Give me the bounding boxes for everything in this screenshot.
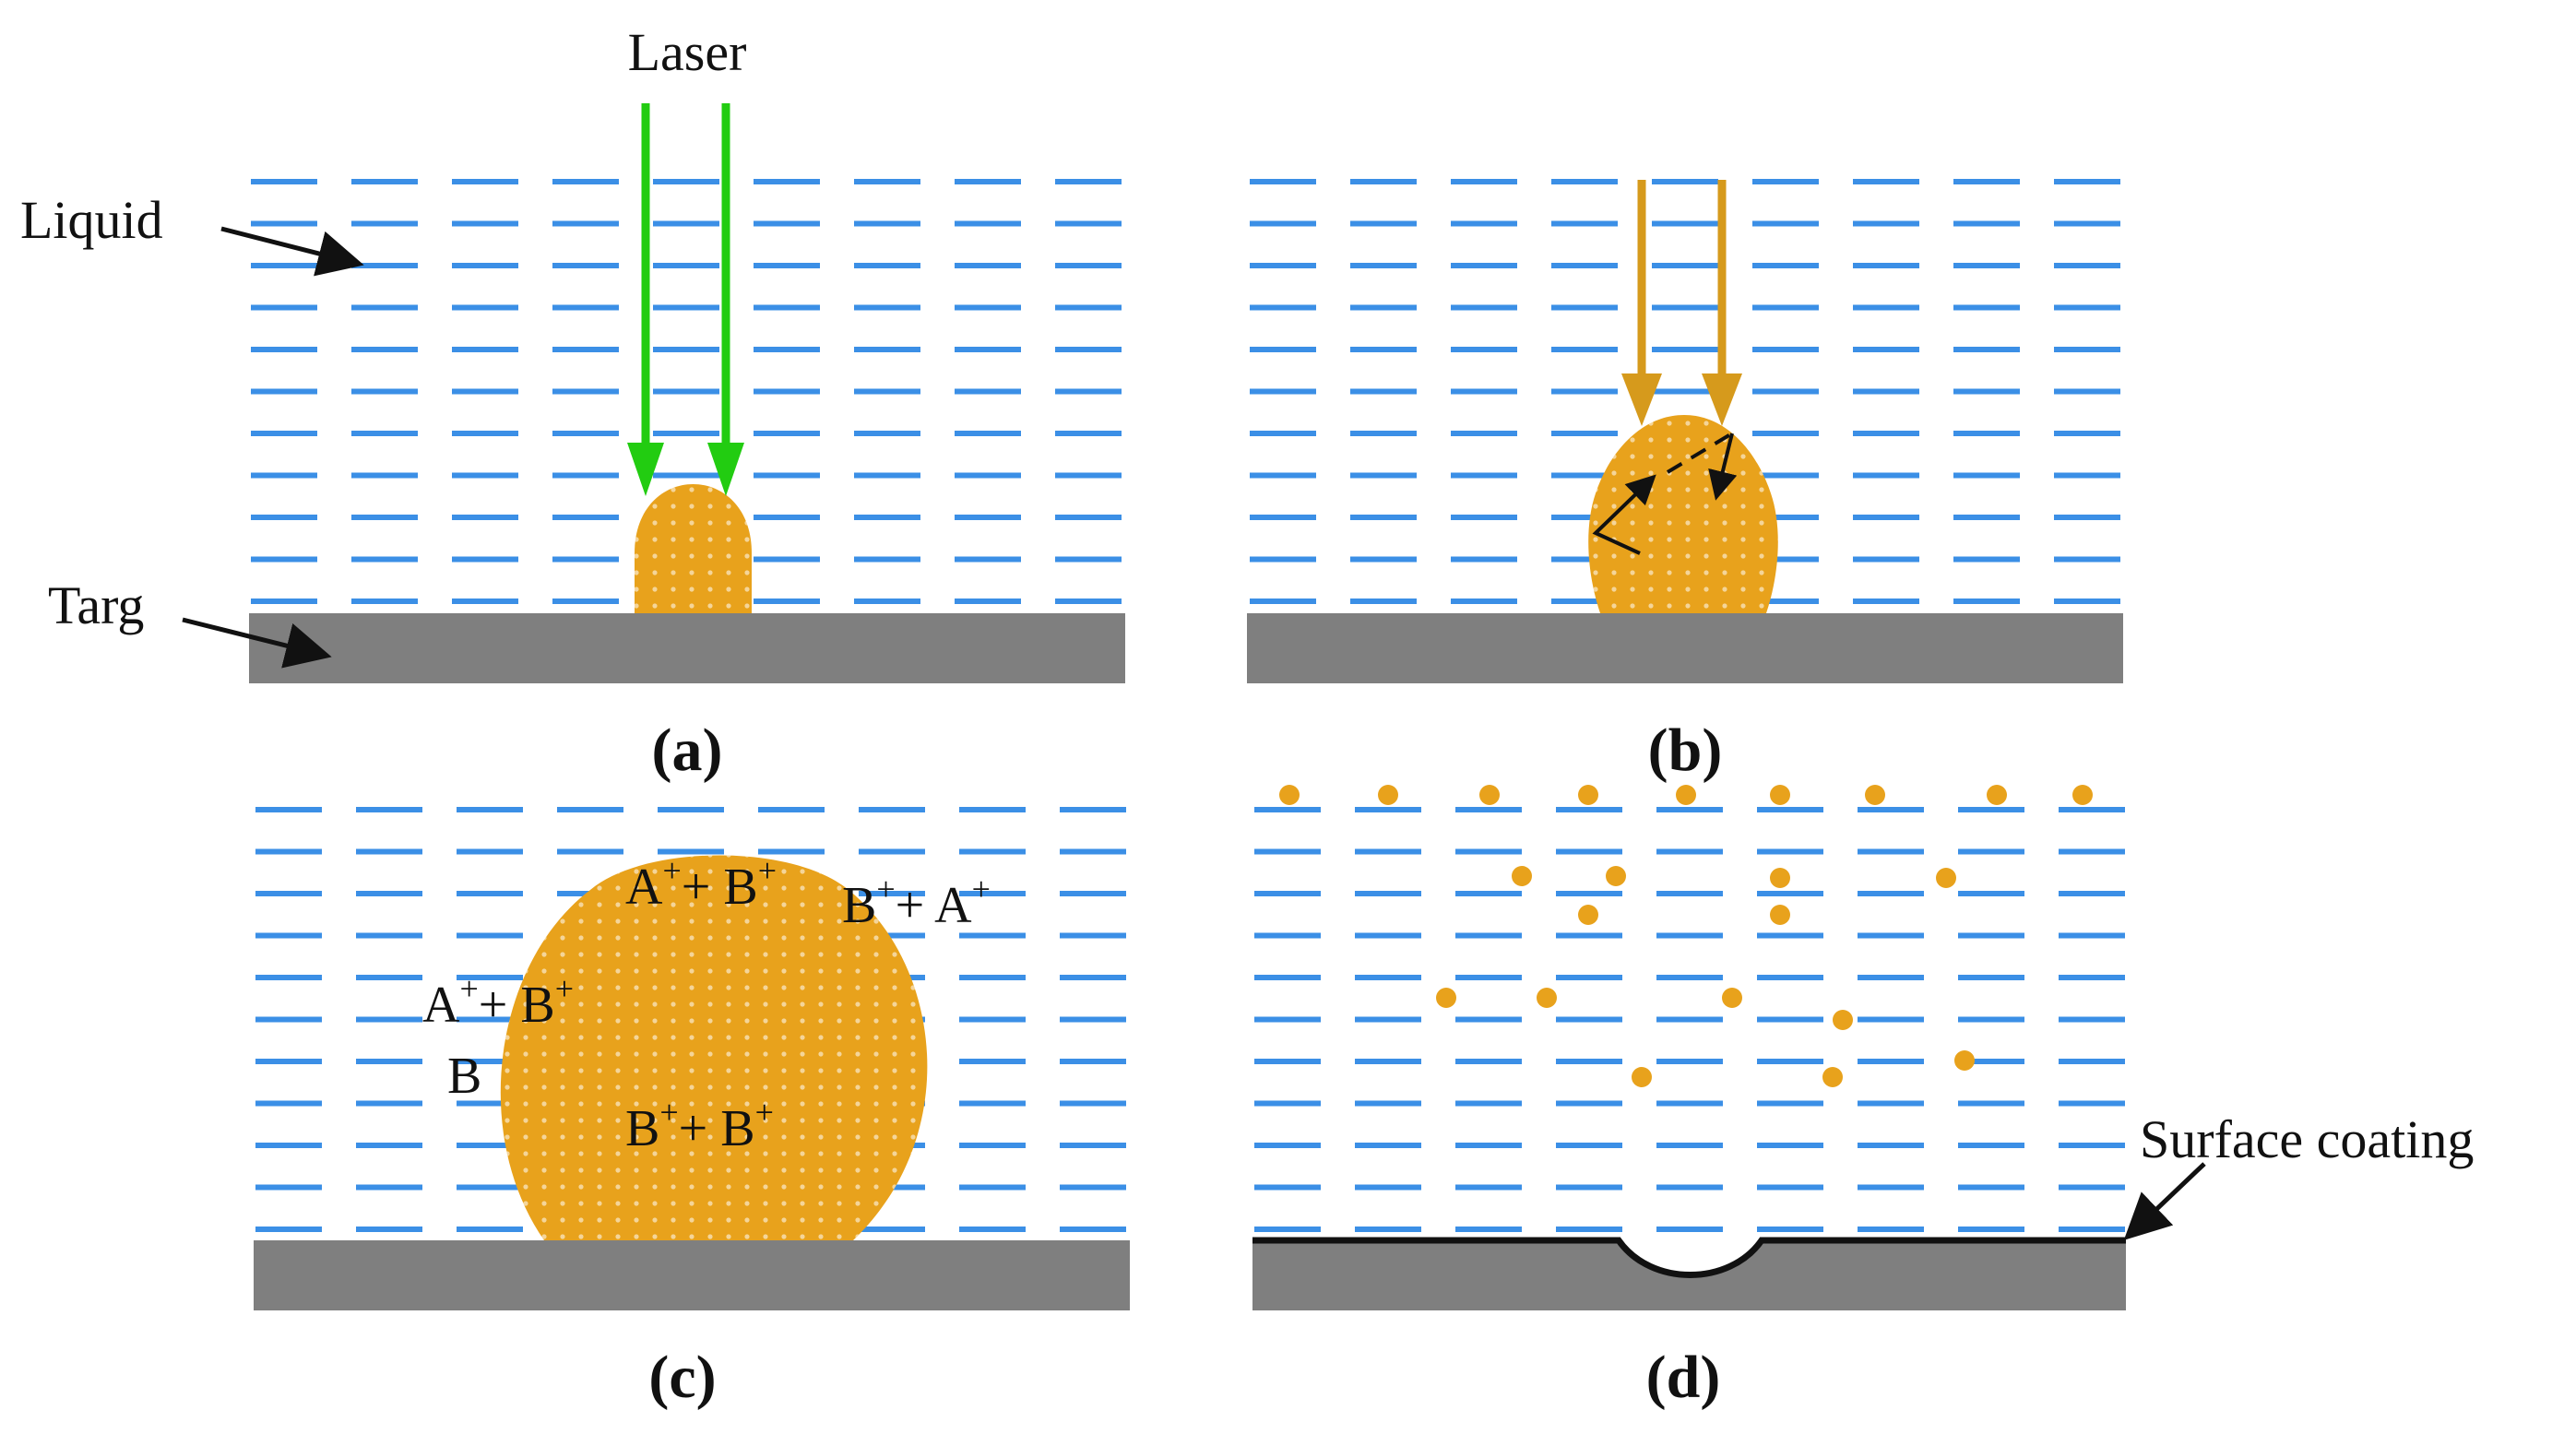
- nanoparticle: [1436, 988, 1456, 1008]
- nanoparticle: [1822, 1067, 1843, 1087]
- nanoparticle: [1578, 785, 1598, 805]
- laser-beams-green: [627, 103, 744, 496]
- laser-label: Laser: [628, 22, 747, 82]
- target-plate-c: [254, 1240, 1130, 1310]
- nanoparticle: [1954, 1050, 1975, 1071]
- nanoparticle: [1770, 905, 1790, 925]
- liquid-label: Liquid: [20, 190, 163, 250]
- nanoparticle: [1578, 905, 1598, 925]
- panel-label-c: (c): [648, 1344, 716, 1411]
- surface-coating-line: [1252, 1237, 2126, 1278]
- liquid-dashes-d: [1254, 807, 2125, 1232]
- panel-label-a: (a): [652, 717, 723, 784]
- nanoparticle: [1833, 1010, 1853, 1030]
- nanoparticle: [1676, 785, 1696, 805]
- ion-label-bottom: B++ B+: [625, 1094, 774, 1157]
- plasma-plume-a: [635, 484, 752, 613]
- panel-label-d: (d): [1646, 1344, 1721, 1411]
- nanoparticle: [1512, 866, 1532, 886]
- nanoparticle: [1279, 785, 1300, 805]
- nanoparticle: [1770, 868, 1790, 888]
- ion-label-right: B++ A+: [842, 871, 991, 934]
- ion-label-top: A++ B+: [625, 852, 777, 916]
- nanoparticle: [1770, 785, 1790, 805]
- nanoparticle: [1632, 1067, 1652, 1087]
- panel-b: (b): [1247, 179, 2123, 784]
- plasma-plume-c: [500, 855, 928, 1240]
- target-label: Targ: [48, 575, 144, 635]
- nanoparticle: [1987, 785, 2007, 805]
- laser-beams-gold: [1621, 180, 1742, 426]
- liquid-dashes-a: [251, 179, 1122, 604]
- nanoparticle: [1865, 785, 1885, 805]
- nanoparticles: [1279, 785, 2093, 1087]
- target-plate-a: [249, 613, 1125, 683]
- surface-coating-label: Surface coating: [2140, 1109, 2474, 1169]
- nanoparticle: [1479, 785, 1500, 805]
- nanoparticle: [1537, 988, 1557, 1008]
- panel-label-b: (b): [1648, 717, 1723, 784]
- target-plate-b: [1247, 613, 2123, 683]
- reflection-arrows: [1592, 432, 1738, 555]
- panel-d: Surface coating (d): [1252, 785, 2474, 1411]
- nanoparticle: [1378, 785, 1398, 805]
- ion-label-lone: B: [447, 1048, 481, 1105]
- panel-a: Laser Liquid Targ (a): [20, 22, 1125, 784]
- ion-label-left: A++ B+: [422, 970, 574, 1034]
- plasma-plume-b: [1588, 415, 1778, 613]
- nanoparticle: [1606, 866, 1626, 886]
- nanoparticle: [1722, 988, 1742, 1008]
- liquid-pointer-arrow: [220, 226, 364, 277]
- panel-c: A++ B+ B++ A+ A++ B+ B B++ B+ (c): [254, 807, 1130, 1411]
- nanoparticle: [1936, 868, 1956, 888]
- nanoparticle: [2072, 785, 2093, 805]
- target-pointer-arrow: [182, 617, 332, 669]
- surface-coating-pointer-arrow: [2123, 1162, 2206, 1240]
